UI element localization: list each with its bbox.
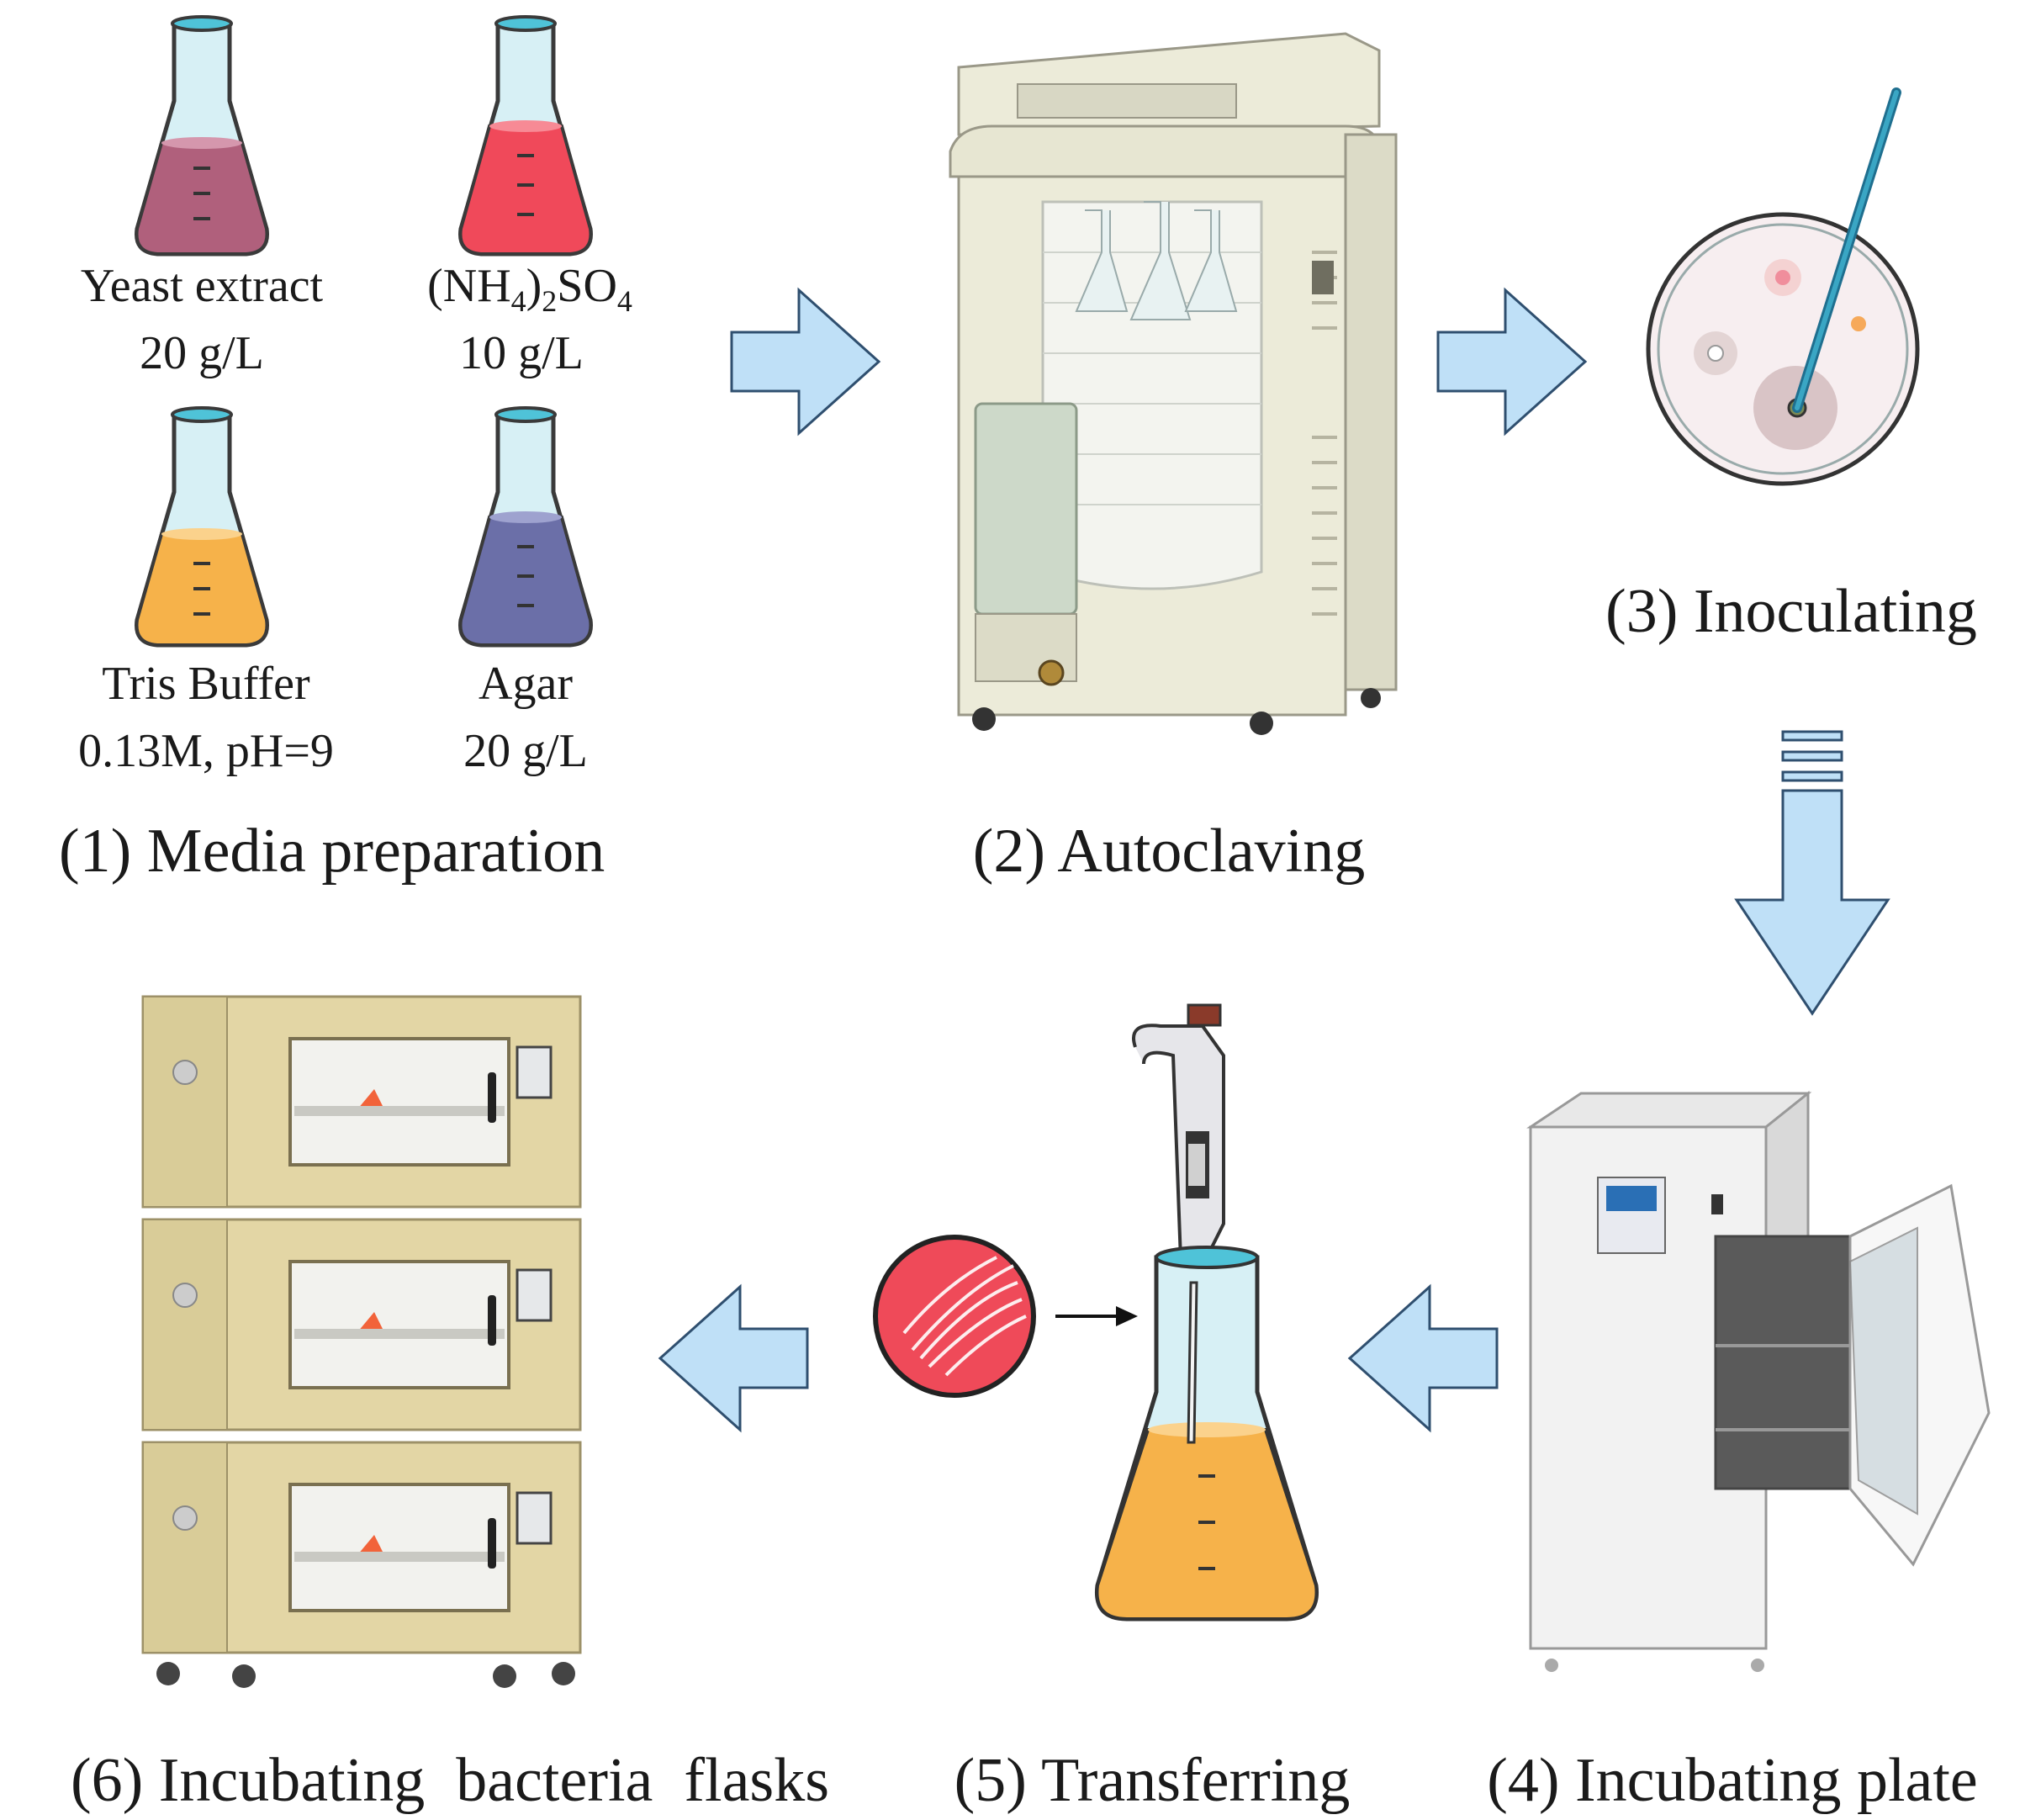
autoclave-illustration bbox=[949, 32, 1398, 735]
arrow-left-1 bbox=[1347, 1283, 1499, 1433]
pipette-and-flask bbox=[1094, 1003, 1319, 1622]
media-label-yeast-extract: Yeast extract bbox=[80, 260, 324, 312]
shaker-incubator-illustration bbox=[141, 995, 582, 1688]
step-3-label: (3) Inoculating bbox=[1605, 577, 1977, 646]
flask-ammonium-sulfate bbox=[458, 15, 593, 257]
media-amount-agar: 20 g/L bbox=[463, 725, 588, 777]
streaked-plate bbox=[873, 1235, 1036, 1398]
step-2-label: (2) Autoclaving bbox=[972, 817, 1366, 886]
flask-yeast-extract bbox=[135, 15, 269, 257]
media-label-ammonium-sulfate: (NH4)2SO4 bbox=[427, 260, 632, 319]
media-amount-ammonium-sulfate: 10 g/L bbox=[459, 327, 584, 379]
arrow-right-2 bbox=[1436, 287, 1588, 436]
arrow-down bbox=[1734, 730, 1890, 1016]
flask-agar bbox=[458, 406, 593, 648]
flask-tris-buffer bbox=[135, 406, 269, 648]
media-label-tris-buffer: Tris Buffer bbox=[102, 658, 310, 710]
arrow-left-2 bbox=[658, 1283, 809, 1433]
media-label-agar: Agar bbox=[479, 658, 573, 710]
media-amount-yeast-extract: 20 g/L bbox=[140, 327, 264, 379]
liquid-ammonium-sulfate bbox=[458, 124, 593, 256]
step-5-label: (5) Transferring bbox=[954, 1746, 1351, 1815]
step-1-label: (1) Media preparation bbox=[59, 817, 605, 886]
step-4-label: (4) Incubating plate bbox=[1487, 1746, 1978, 1815]
petri-dish-inoculating bbox=[1646, 87, 1920, 486]
step-6-label: (6) Incubating bacteria flasks bbox=[70, 1746, 830, 1815]
media-amount-tris-buffer: 0.13M, pH=9 bbox=[78, 725, 334, 777]
arrow-right-1 bbox=[730, 287, 881, 436]
incubator-oven-illustration bbox=[1526, 1090, 1991, 1672]
pointer-arrow bbox=[1055, 1306, 1138, 1326]
liquid-agar bbox=[458, 516, 593, 647]
liquid-yeast-extract bbox=[135, 141, 269, 256]
